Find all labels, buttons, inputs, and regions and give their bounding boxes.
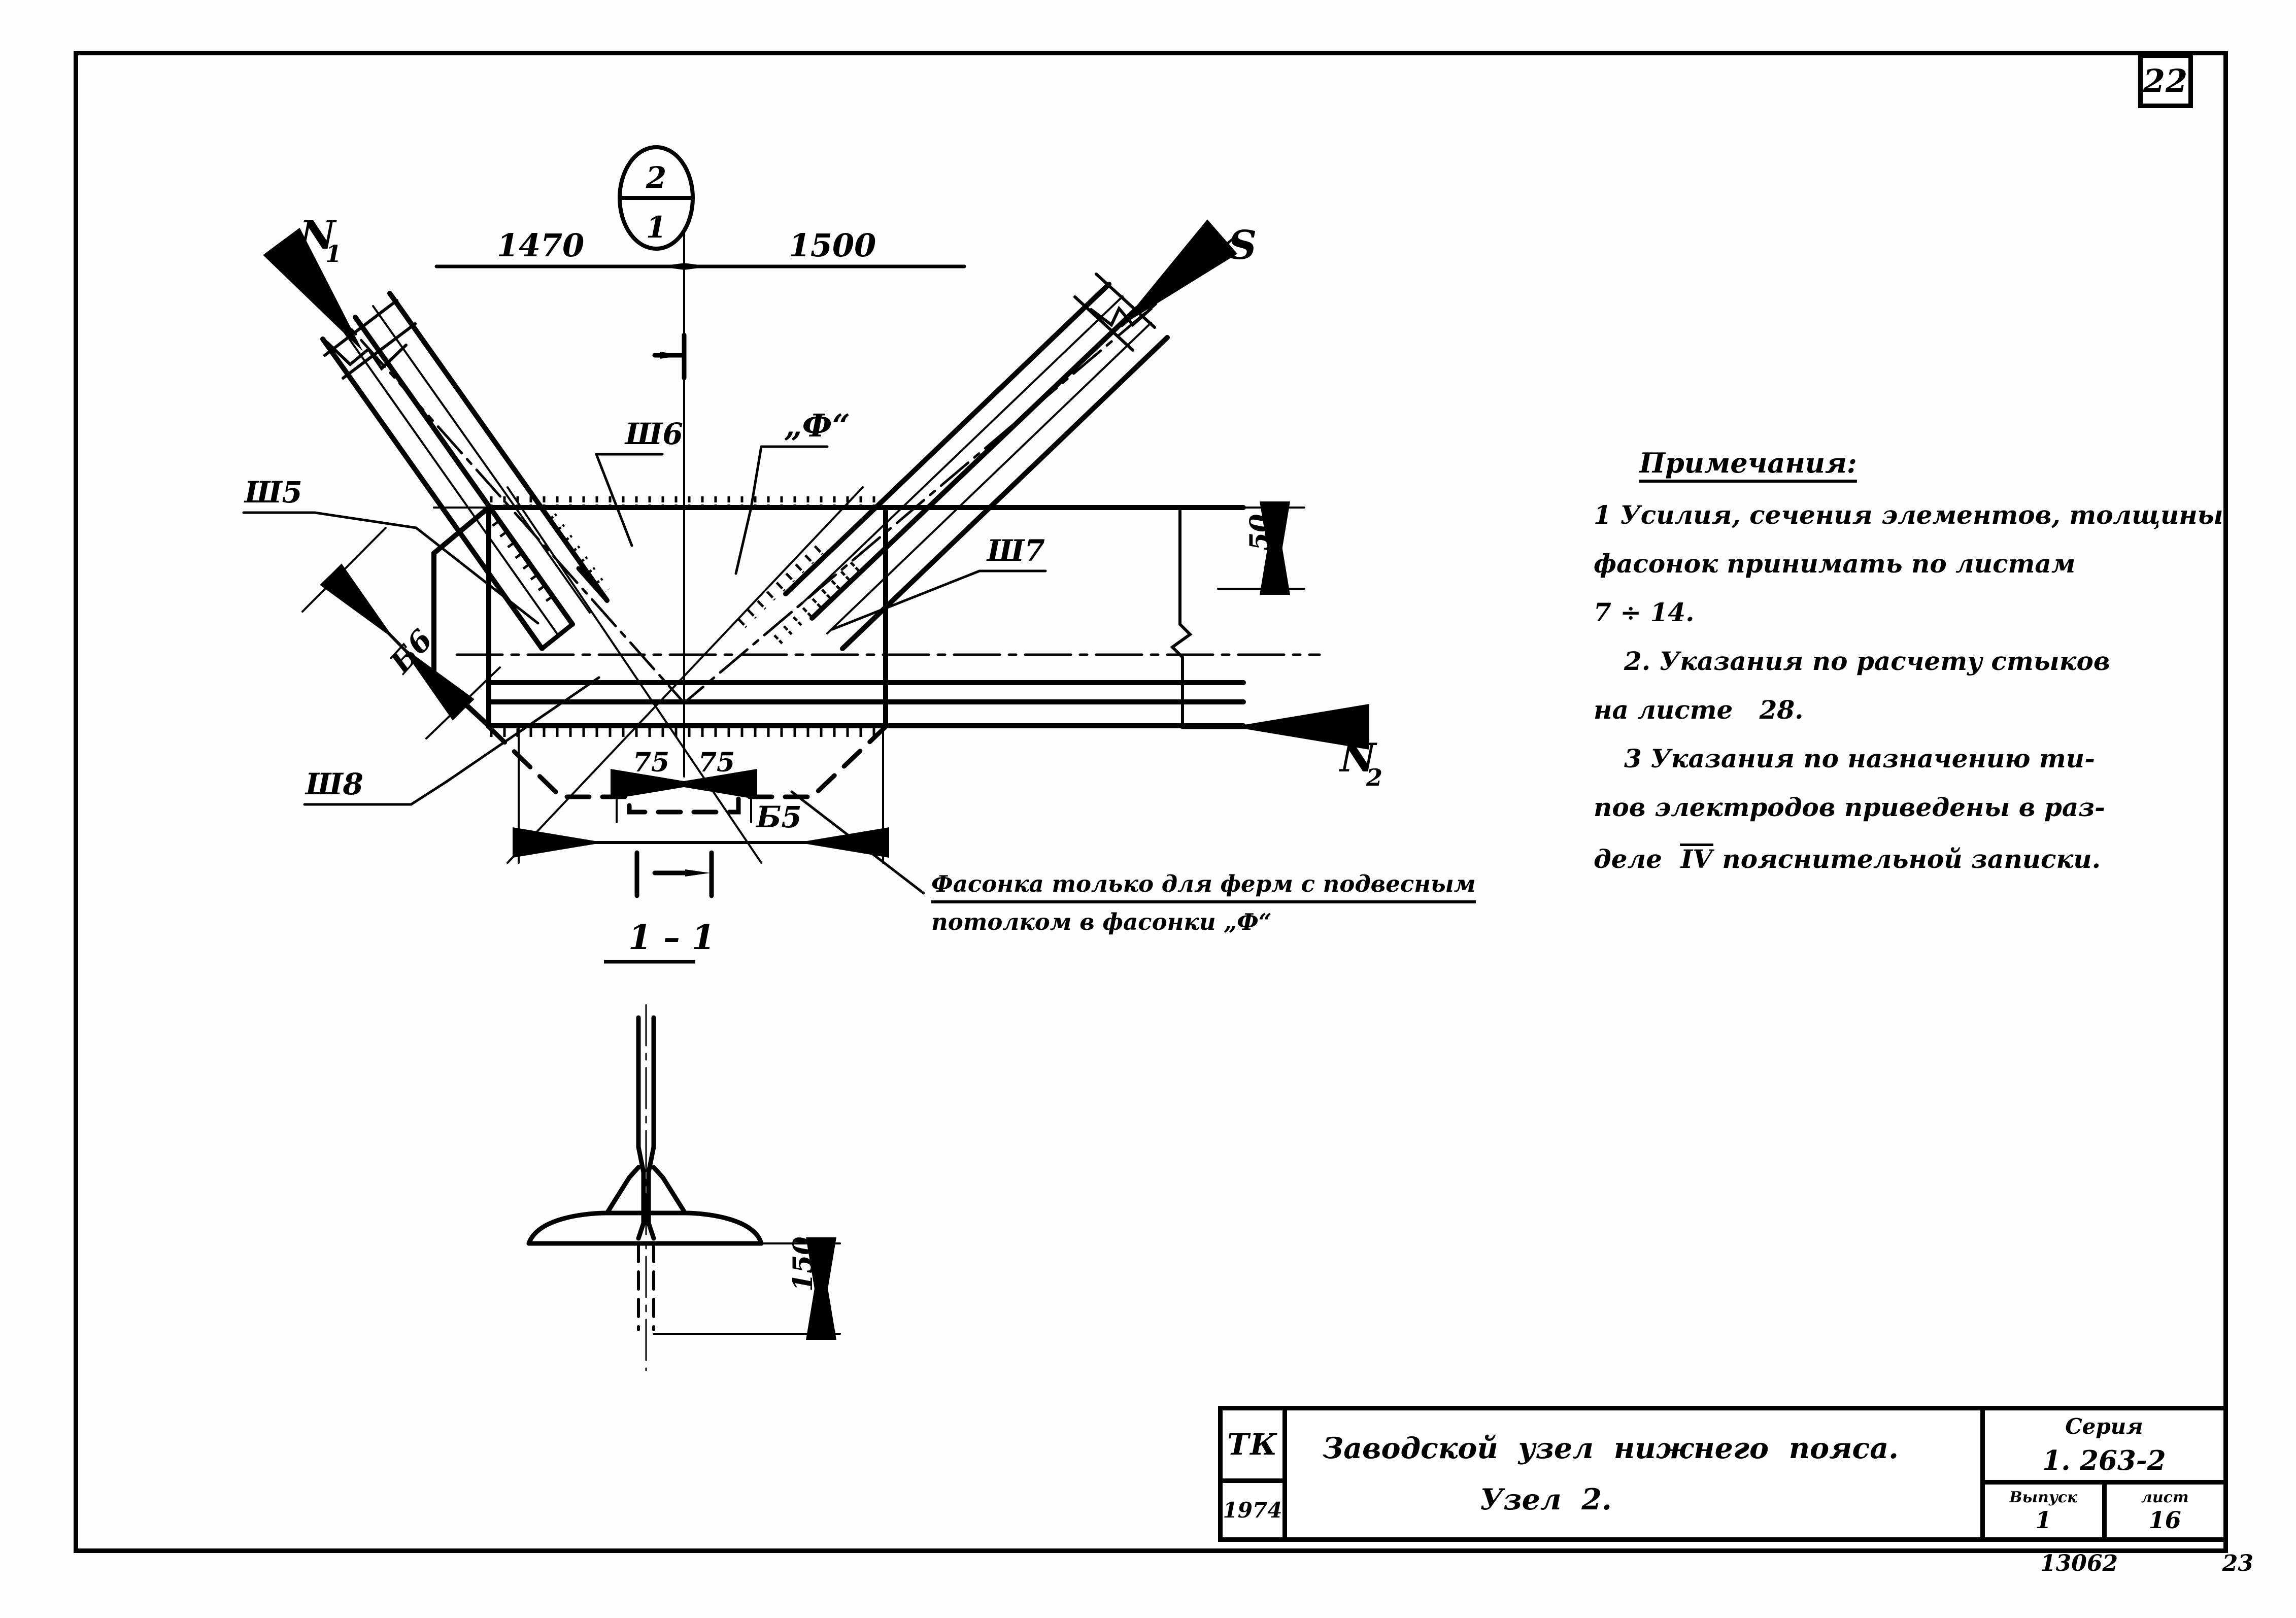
dimension-150: 150 xyxy=(788,1236,819,1292)
dimension-b5: Б5 xyxy=(755,800,802,834)
dimension-75-right: 75 xyxy=(698,747,735,778)
series-cell: Серия 1. 263-2 xyxy=(1985,1410,2223,1485)
weld-seam-sh7 xyxy=(769,559,862,649)
drawing-number: 13062 xyxy=(2040,1550,2118,1576)
bubble-node-number: 2 xyxy=(646,160,666,195)
break-mark-n1 xyxy=(323,299,417,380)
year: 1974 xyxy=(1223,1497,1282,1523)
dimension-50: 50 xyxy=(1244,514,1275,551)
org-code: ТК xyxy=(1227,1427,1278,1462)
page-number-box: 22 xyxy=(2138,53,2193,108)
axis-n1 xyxy=(283,252,686,704)
note-item-4: 2. Указания по расчету стыков xyxy=(1624,646,2110,676)
dimension-b6 xyxy=(301,527,501,739)
dimension-b5 xyxy=(513,725,889,864)
leader-sh8 xyxy=(303,676,600,806)
label-s: S xyxy=(1228,222,1257,268)
sheet-footer-number: 23 xyxy=(2222,1550,2253,1576)
leader-sh7 xyxy=(831,569,1047,631)
label-plate-f: „Ф“ xyxy=(784,407,850,444)
callout-plate-note: Фасонка только для ферм с подвесным пото… xyxy=(931,870,1476,935)
note-item-2: фасонок принимать по листам xyxy=(1594,549,2076,579)
break-mark-chord xyxy=(1170,506,1193,727)
sheet-value: 16 xyxy=(2148,1506,2181,1534)
notes-heading: Примечания: xyxy=(1639,447,1857,479)
issue-label: Выпуск xyxy=(2009,1488,2078,1506)
bottom-chord-member xyxy=(486,505,1246,728)
note-item-3: 7 ÷ 14. xyxy=(1594,597,1695,627)
drawing-title-line-1: Заводской узел нижнего пояса. xyxy=(1323,1431,1899,1465)
label-sh7: Ш7 xyxy=(986,533,1045,568)
title-block-series-column: Серия 1. 263-2 Выпуск 1 лист 16 xyxy=(1985,1410,2223,1537)
dimension-1470: 1470 xyxy=(497,227,585,264)
n1-end-cut xyxy=(539,566,610,651)
gusset-plate xyxy=(486,505,888,728)
section-cut-bottom xyxy=(634,850,714,898)
dimension-b6: Б6 xyxy=(383,623,440,681)
label-sh5: Ш5 xyxy=(244,475,302,510)
dimension-75-75 xyxy=(611,769,757,823)
issue-value: 1 xyxy=(2035,1506,2052,1534)
weld-seam-sh5 xyxy=(489,516,557,605)
label-n2: N xyxy=(1338,735,1377,781)
bubble-sheet-number: 1 xyxy=(646,210,666,245)
issue-sheet-row: Выпуск 1 лист 16 xyxy=(1985,1485,2223,1537)
series-label: Серия xyxy=(2065,1414,2143,1439)
force-arrow-s xyxy=(1119,219,1238,327)
note-item-1: 1 Усилия, сечения элементов, толщины xyxy=(1594,500,2223,530)
series-value: 1. 263-2 xyxy=(2042,1445,2166,1477)
issue-cell: Выпуск 1 xyxy=(1985,1485,2107,1537)
dimension-75-left: 75 xyxy=(633,747,669,778)
label-n2-sub: 2 xyxy=(1366,764,1382,791)
label-n1: N xyxy=(298,212,337,258)
note-item-7: пов электродов приведены в раз- xyxy=(1594,792,2105,822)
callout-line-2: потолком в фасонки „Ф“ xyxy=(931,908,1272,935)
diagonal-member-s xyxy=(783,282,1170,651)
break-mark-s xyxy=(1073,273,1156,352)
callout-line-1: Фасонка только для ферм с подвесным xyxy=(931,870,1476,903)
dimension-150 xyxy=(653,1237,841,1340)
note-roman-numeral: IV xyxy=(1679,844,1713,874)
page-number: 22 xyxy=(2143,62,2188,99)
leader-sh6 xyxy=(595,453,664,547)
notes-block: Примечания: 1 Усилия, сечения элементов,… xyxy=(1594,447,2223,874)
label-n1-sub: 1 xyxy=(325,240,342,267)
dimension-1500: 1500 xyxy=(789,227,876,264)
construction-lines xyxy=(433,486,930,864)
note-item-5: на листе 28. xyxy=(1594,695,1804,725)
optional-plate-outline xyxy=(486,724,888,815)
dimension-50 xyxy=(1217,501,1305,595)
sheet-cell: лист 16 xyxy=(2107,1485,2224,1537)
drawing-frame xyxy=(74,51,2228,1553)
sheet-label: лист xyxy=(2141,1488,2189,1506)
label-sh8: Ш8 xyxy=(305,767,363,801)
title-block: ТК 1974 Заводской узел нижнего пояса. Уз… xyxy=(1218,1406,2228,1542)
drawing-title-line-2: Узел 2. xyxy=(1480,1482,1612,1516)
label-sh6: Ш6 xyxy=(624,417,683,451)
section-title-1-1: 1 – 1 xyxy=(628,918,715,957)
gusset-corner-cuts xyxy=(431,505,491,728)
title-block-title-column: Заводской узел нижнего пояса. Узел 2. xyxy=(1287,1410,1985,1537)
leader-sh5 xyxy=(242,511,539,625)
weld-seam-sh7b xyxy=(736,541,829,629)
note-item-6: 3 Указания по назначению ти- xyxy=(1624,744,2095,773)
org-cell: ТК xyxy=(1223,1410,1282,1483)
section-cut-top xyxy=(652,332,687,381)
title-block-org-column: ТК 1974 xyxy=(1223,1410,1287,1537)
force-arrow-n1 xyxy=(263,227,363,352)
weld-seam-sh6 xyxy=(542,505,610,595)
top-dimension-line xyxy=(434,263,966,270)
note-item-8: деле IV пояснительной записки. xyxy=(1594,844,2101,874)
year-cell: 1974 xyxy=(1223,1483,1282,1537)
title-block-footer: 13062 23 xyxy=(2040,1550,2253,1576)
section-1-1-view xyxy=(526,1004,764,1371)
detail-bubble xyxy=(618,145,695,251)
